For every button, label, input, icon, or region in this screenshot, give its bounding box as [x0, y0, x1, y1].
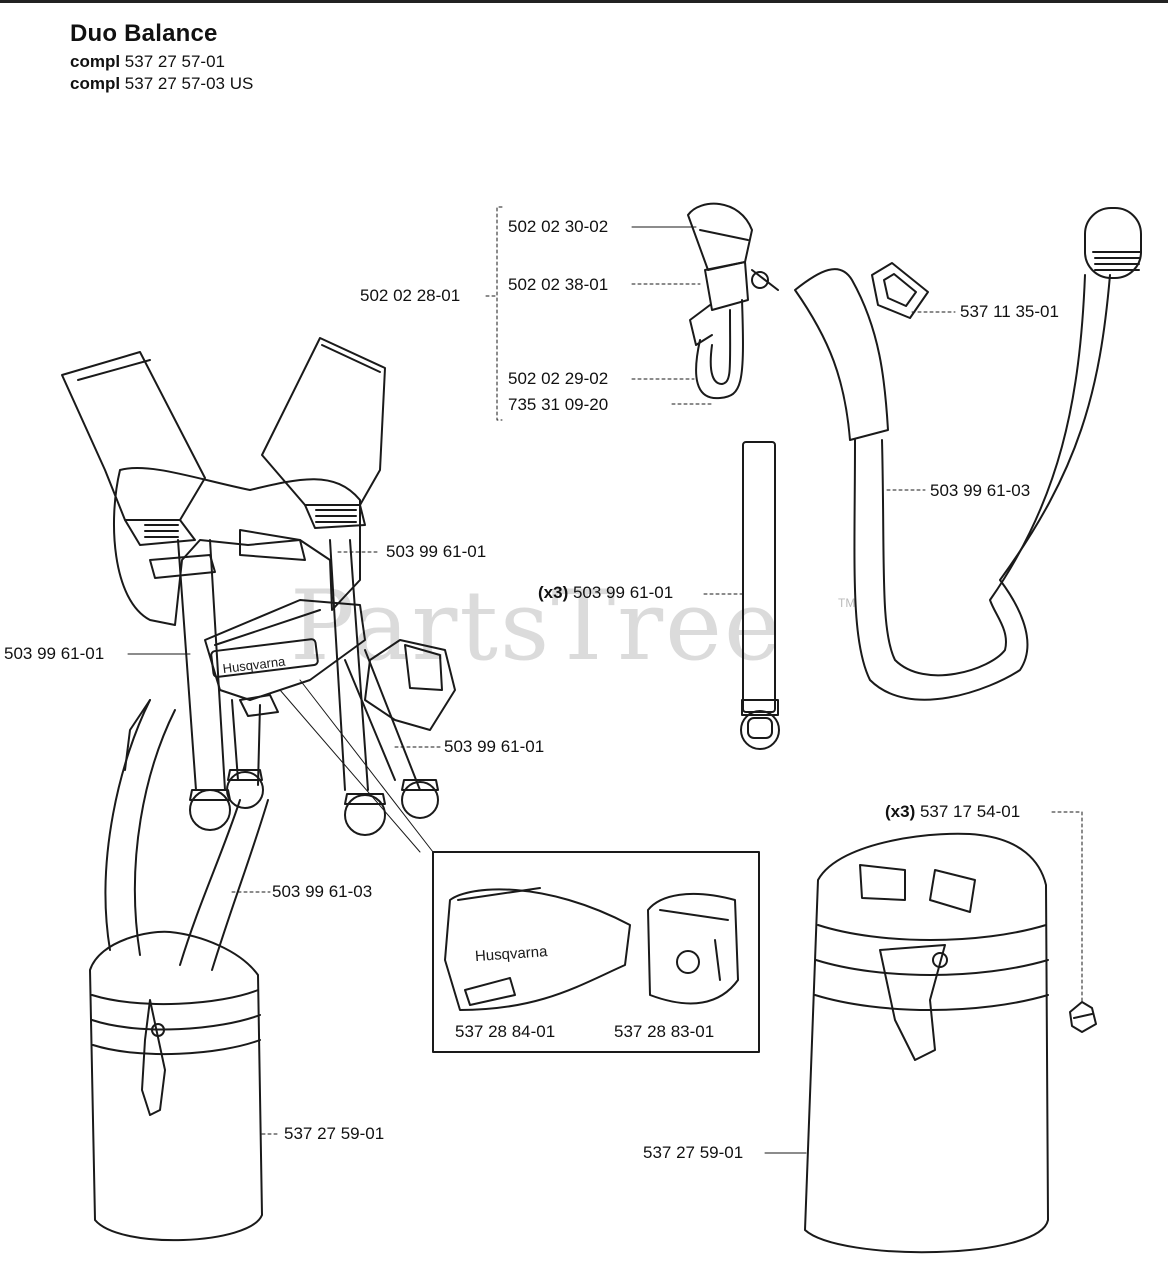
label-537-28-84-01: 537 28 84-01: [455, 1022, 556, 1041]
label-502-02-38-01: 502 02 38-01: [508, 275, 609, 294]
bag-left: [89, 930, 263, 1242]
harness-back-plate: [113, 467, 361, 626]
label-503-99-61-01-c: 503 99 61-01: [4, 644, 105, 663]
harness-right-shoulder-strap: [261, 337, 386, 529]
watermark-tm: TM: [838, 596, 856, 610]
compl-line-2: compl 537 27 57-03 US: [70, 74, 254, 93]
straight-strap: [740, 441, 780, 750]
brand-logo: Husqvarna Husqvarna: [222, 654, 549, 966]
label-x3-537-17-54-01: (x3) 537 17 54-01: [885, 802, 1021, 821]
label-503-99-61-01-a: 503 99 61-01: [386, 542, 487, 561]
label-502-02-30-02: 502 02 30-02: [508, 217, 609, 236]
connection-strap-left: [179, 799, 269, 971]
watermark: PartsTree: [290, 570, 783, 682]
label-537-11-35-01: 537 11 35-01: [960, 302, 1059, 321]
label-537-27-59-01-right: 537 27 59-01: [643, 1143, 744, 1162]
harness-side-strap: [104, 699, 176, 956]
label-503-99-61-03-left: 503 99 61-03: [272, 882, 373, 901]
inset-pad-small: [647, 893, 739, 1005]
screw: [1069, 1001, 1097, 1033]
label-502-02-28-01: 502 02 28-01: [360, 286, 461, 305]
harness-hanging-straps: [177, 539, 439, 836]
label-537-27-59-01-left: 537 27 59-01: [284, 1124, 385, 1143]
diagram-title: Duo Balance: [70, 20, 218, 47]
curved-strap: [794, 207, 1142, 701]
harness-hip-pad: [204, 599, 366, 717]
top-rule: [0, 0, 1168, 3]
harness-side-clip: [364, 639, 456, 731]
label-502-02-29-02: 502 02 29-02: [508, 369, 609, 388]
label-503-99-61-01-d: 503 99 61-01: [444, 737, 545, 756]
svg-text:Husqvarna: Husqvarna: [474, 943, 548, 965]
compl-line-1: compl 537 27 57-01: [70, 52, 225, 71]
hook-assembly: [687, 202, 779, 400]
inset-pad-big: [444, 887, 631, 1011]
label-735-31-09-20: 735 31 09-20: [508, 395, 609, 414]
inset-box: [432, 851, 760, 1053]
leader-lines: [127, 206, 1083, 1154]
bag-right: [804, 832, 1049, 1254]
label-x3-503-99-61-01: (x3) 503 99 61-01: [538, 583, 674, 602]
label-503-99-61-03-right: 503 99 61-03: [930, 481, 1031, 500]
strap-buckle: [871, 262, 929, 319]
harness-left-shoulder-strap: [61, 351, 206, 546]
label-537-28-83-01: 537 28 83-01: [614, 1022, 715, 1041]
